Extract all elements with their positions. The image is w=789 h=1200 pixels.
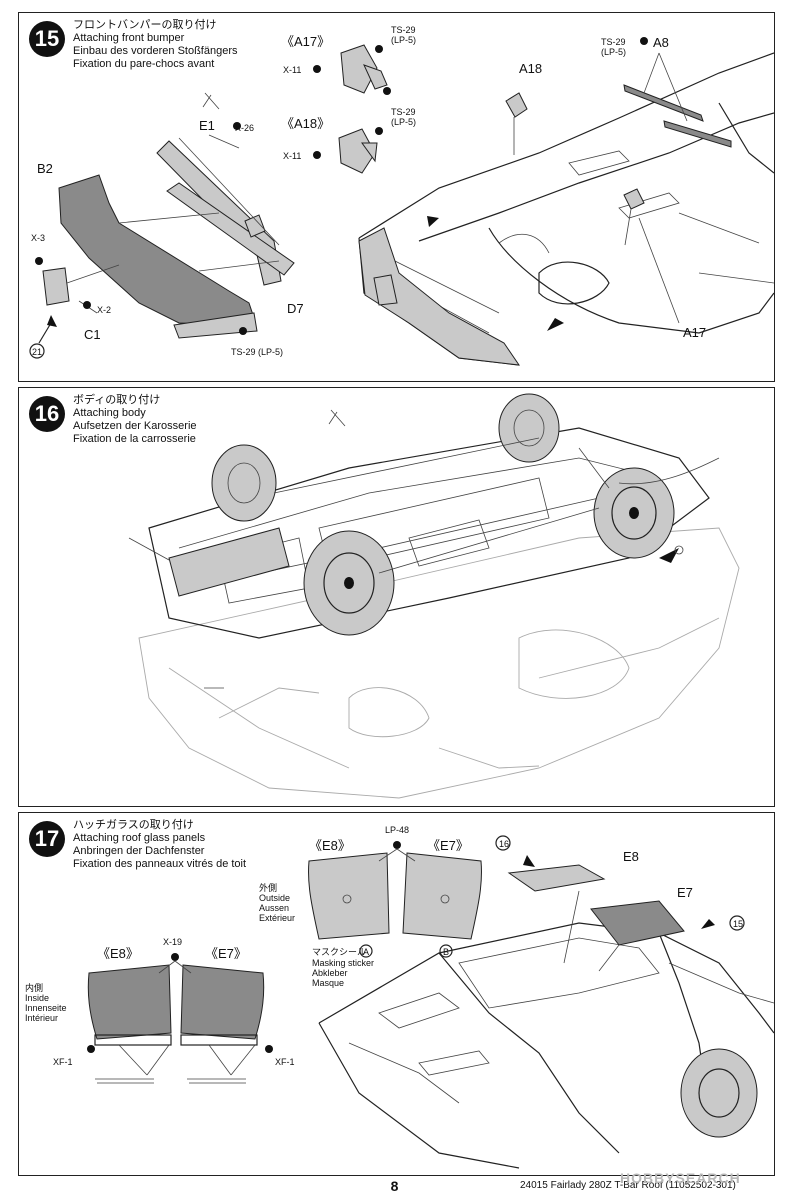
mask-sticker-en: Masking sticker [312, 958, 375, 968]
outside-de: Aussen [259, 903, 290, 913]
step-number-badge: 17 [29, 821, 65, 857]
paint-ts29-a17: TS-29 [391, 25, 416, 35]
step-17-panel: 17 ハッチガラスの取り付け Attaching roof glass pane… [18, 812, 775, 1176]
outside-jp: 外側 [259, 883, 278, 893]
mask-sticker-jp: マスクシール [312, 947, 367, 957]
outside-en: Outside [259, 893, 291, 903]
part-e7-label: E7 [677, 885, 693, 900]
title-en: Attaching body [73, 407, 146, 419]
paint-x2-label: X-2 [97, 305, 112, 315]
mask-sticker-a: A [363, 947, 370, 957]
part-e1-label: E1 [199, 118, 215, 133]
chassis-body-drawing [128, 393, 740, 799]
step-heading: フロントバンパーの取り付け Attaching front bumper Ein… [73, 19, 238, 71]
title-fr: Fixation des panneaux vitrés de toit [73, 858, 247, 870]
ref-step-16: 16 [499, 839, 510, 849]
step-number-badge: 16 [29, 396, 65, 432]
paint-ts29-a8: TS-29 [601, 37, 626, 47]
watermark: HOBBYSEARCH [620, 1170, 741, 1186]
step-heading: ハッチガラスの取り付け Attaching roof glass panels … [73, 819, 246, 871]
part-c1-label: C1 [84, 327, 101, 342]
outside-e8-title: 《E8》 [309, 838, 351, 853]
roof-glass-drawing [87, 835, 774, 1169]
title-en: Attaching roof glass panels [73, 832, 206, 844]
paint-lp5-a8: (LP-5) [601, 47, 627, 57]
paint-x11-a17: X-11 [283, 65, 302, 75]
title-de: Anbringen der Dachfenster [73, 845, 205, 857]
mask-sticker-de: Abkleber [312, 968, 348, 978]
paint-lp5-a18: (LP-5) [391, 117, 417, 127]
paint-lp5-a17: (LP-5) [391, 35, 417, 45]
step-16-panel: 16 ボディの取り付け Attaching body Aufsetzen der… [18, 387, 775, 807]
inside-en: Inside [25, 993, 50, 1003]
inside-e7-title: 《E7》 [205, 946, 247, 961]
part-d7-label: D7 [287, 301, 304, 316]
inset-a17-title: 《A17》 [281, 34, 331, 49]
title-de: Aufsetzen der Karosserie [73, 420, 197, 432]
step-heading: ボディの取り付け Attaching body Aufsetzen der Ka… [73, 394, 197, 446]
paint-ts29-a18: TS-29 [391, 107, 416, 117]
inside-jp: 内側 [25, 983, 44, 993]
bumper-assembly-drawing [29, 37, 774, 366]
paint-xf1-left: XF-1 [53, 1057, 73, 1067]
title-jp: ハッチガラスの取り付け [73, 819, 194, 831]
part-a18-label: A18 [519, 61, 543, 76]
outside-fr: Extérieur [259, 913, 296, 923]
inset-a18-title: 《A18》 [281, 116, 331, 131]
page-number: 8 [390, 1178, 399, 1194]
title-jp: フロントバンパーの取り付け [73, 19, 217, 31]
title-fr: Fixation du pare-chocs avant [73, 58, 215, 70]
inside-de: Innenseite [25, 1003, 67, 1013]
title-fr: Fixation de la carrosserie [73, 433, 196, 445]
kit-code: 24015 Fairlady 280Z T-Bar Roof (11052502… [520, 1180, 736, 1191]
step-number-badge: 15 [29, 21, 65, 57]
paint-x3-label: X-3 [31, 233, 46, 243]
title-en: Attaching front bumper [73, 32, 185, 44]
title-jp: ボディの取り付け [73, 394, 161, 406]
inside-e8-title: 《E8》 [97, 946, 139, 961]
step-15-panel: 15 フロントバンパーの取り付け Attaching front bumper … [18, 12, 775, 382]
paint-x19-label: X-19 [163, 937, 183, 947]
part-b2-label: B2 [37, 161, 53, 176]
part-a8-label: A8 [653, 35, 669, 50]
paint-x26-label: X-26 [235, 123, 255, 133]
ref-step-21: 21 [32, 347, 43, 357]
paint-lp48-label: LP-48 [385, 825, 410, 835]
part-e8-label: E8 [623, 849, 639, 864]
part-a17-label: A17 [683, 325, 707, 340]
title-de: Einbau des vorderen Stoßfängers [73, 45, 238, 57]
outside-e7-title: 《E7》 [427, 838, 469, 853]
mask-sticker-b: B [443, 947, 450, 957]
paint-xf1-right: XF-1 [275, 1057, 295, 1067]
mask-sticker-fr: Masque [312, 978, 345, 988]
paint-x11-a18: X-11 [283, 151, 302, 161]
inside-fr: Intérieur [25, 1013, 59, 1023]
paint-ts29-label: TS-29 (LP-5) [231, 347, 284, 357]
ref-step-15: 15 [733, 919, 744, 929]
